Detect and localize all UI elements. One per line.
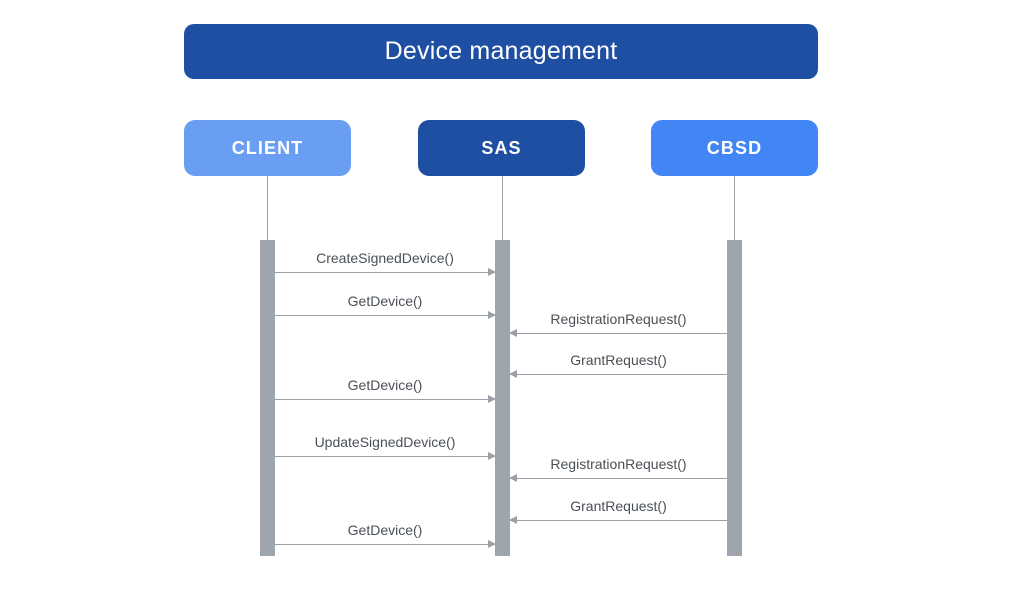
diagram-title-banner: Device management: [184, 24, 818, 79]
message-line: [275, 272, 495, 273]
arrowhead-right-icon: [488, 268, 496, 276]
arrowhead-right-icon: [488, 540, 496, 548]
message-label: CreateSignedDevice(): [316, 250, 454, 266]
arrowhead-right-icon: [488, 452, 496, 460]
arrowhead-right-icon: [488, 395, 496, 403]
participant-label-cbsd: CBSD: [706, 137, 763, 158]
message-line: [275, 399, 495, 400]
participant-box-client[interactable]: CLIENT: [184, 120, 351, 176]
lifeline-client: [267, 176, 268, 240]
lifeline-cbsd: [734, 176, 735, 240]
participant-box-cbsd[interactable]: CBSD: [651, 120, 818, 176]
message-label: GrantRequest(): [570, 498, 667, 514]
message-line: [510, 374, 727, 375]
message-line: [275, 315, 495, 316]
activation-bar-client: [260, 240, 275, 556]
activation-bar-cbsd: [727, 240, 742, 556]
message-line: [275, 544, 495, 545]
arrowhead-left-icon: [509, 329, 517, 337]
message-label: RegistrationRequest(): [550, 456, 687, 472]
message-line: [510, 520, 727, 521]
participant-label-sas: SAS: [481, 137, 522, 158]
message-line: [510, 333, 727, 334]
message-label: GetDevice(): [347, 293, 423, 309]
message-label: GrantRequest(): [570, 352, 667, 368]
message-line: [510, 478, 727, 479]
activation-bar-sas: [495, 240, 510, 556]
message-label: GetDevice(): [347, 377, 423, 393]
arrowhead-left-icon: [509, 370, 517, 378]
arrowhead-left-icon: [509, 474, 517, 482]
message-label: UpdateSignedDevice(): [314, 434, 456, 450]
message-label: RegistrationRequest(): [550, 311, 687, 327]
message-line: [275, 456, 495, 457]
arrowhead-left-icon: [509, 516, 517, 524]
lifeline-sas: [502, 176, 503, 240]
arrowhead-right-icon: [488, 311, 496, 319]
page-title: Device management: [384, 37, 618, 65]
participant-box-sas[interactable]: SAS: [418, 120, 585, 176]
message-label: GetDevice(): [347, 522, 423, 538]
participant-label-client: CLIENT: [231, 137, 304, 158]
